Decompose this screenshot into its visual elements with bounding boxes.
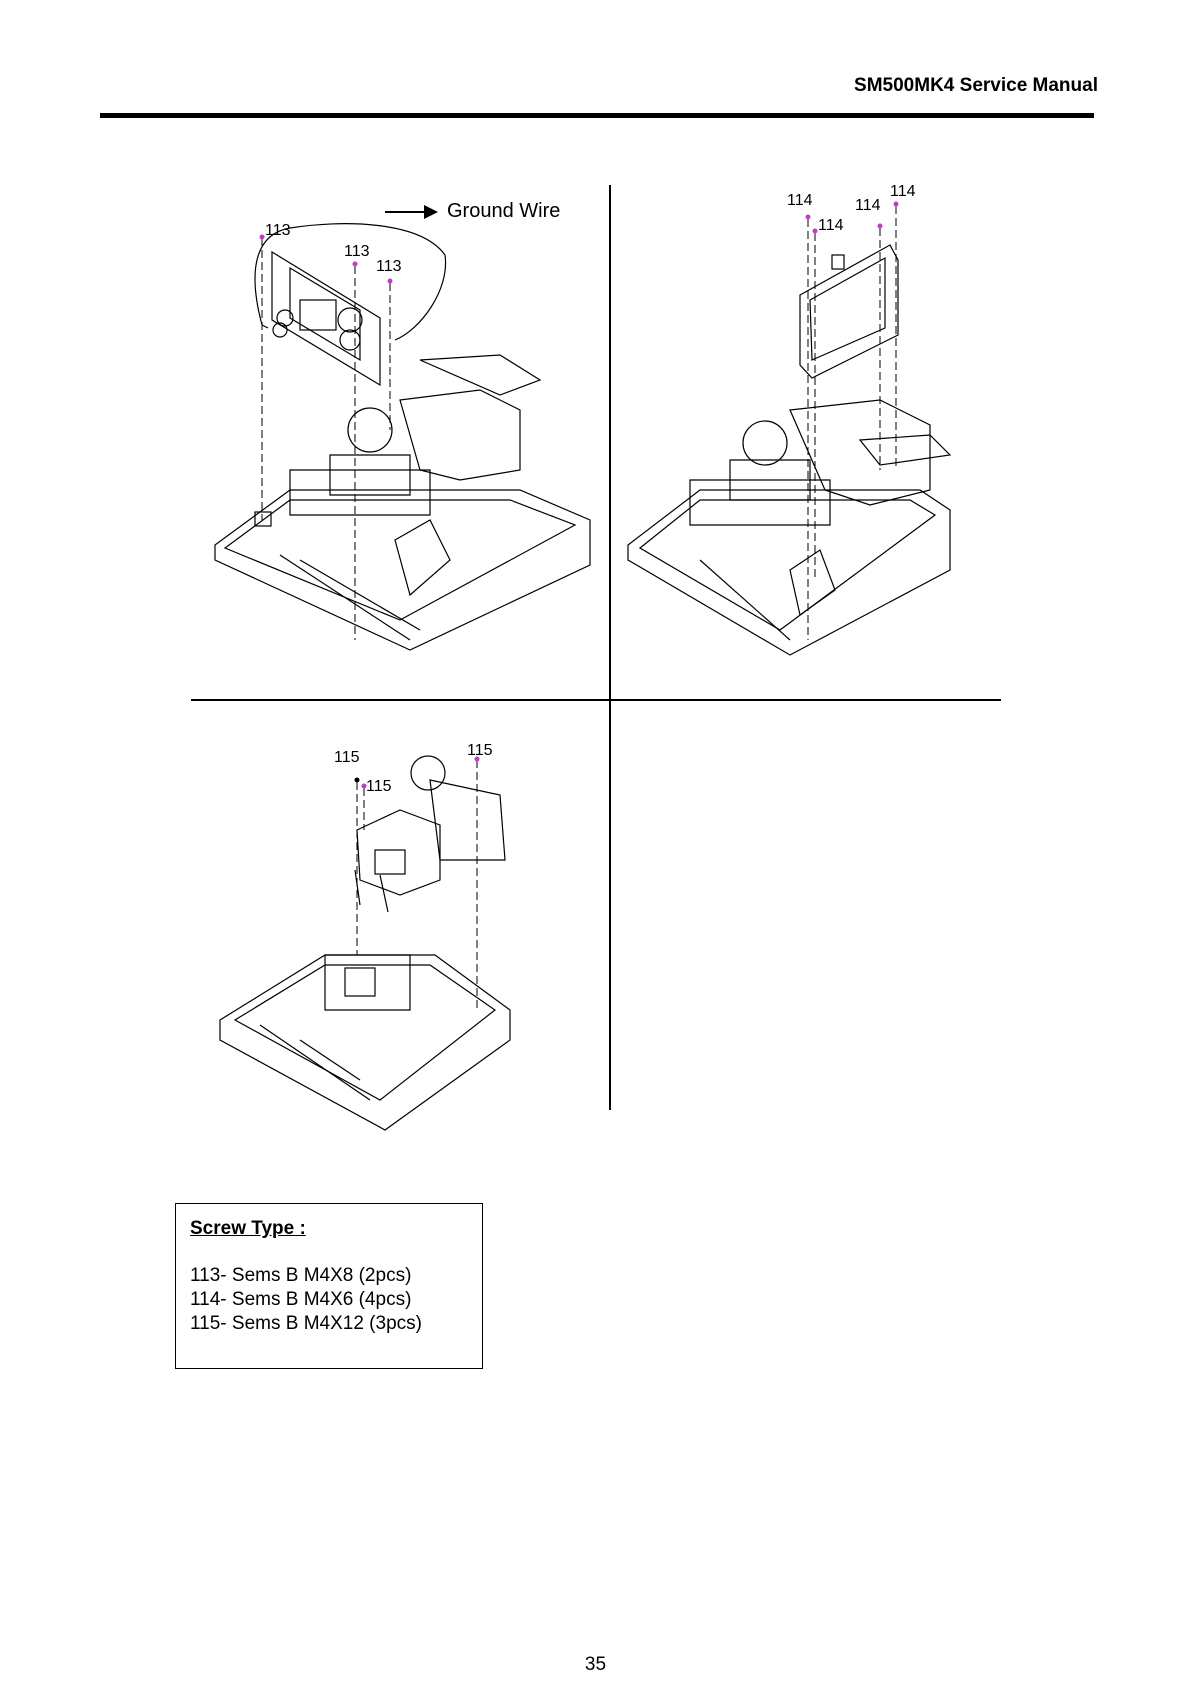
- callout-114-d: 114: [890, 183, 916, 201]
- screw-type-box: Screw Type : 113- Sems B M4X8 (2pcs) 114…: [175, 1203, 483, 1369]
- ground-wire-label: Ground Wire: [447, 200, 560, 223]
- screw-item-115: 115- Sems B M4X12 (3pcs): [190, 1312, 468, 1336]
- screw-item-114: 114- Sems B M4X6 (4pcs): [190, 1288, 468, 1312]
- panel3-base-frame: [220, 955, 510, 1130]
- screw-type-title: Screw Type :: [190, 1218, 468, 1240]
- callout-115-a: 115: [334, 749, 360, 767]
- callout-113-c: 113: [376, 258, 402, 276]
- panel2-base-frame: [628, 400, 950, 655]
- callout-114-a: 114: [787, 192, 813, 210]
- ground-wire-arrow: [385, 205, 438, 219]
- page-number: 35: [0, 1654, 1191, 1676]
- callout-115-c: 115: [467, 742, 493, 760]
- screw-item-113: 113- Sems B M4X8 (2pcs): [190, 1264, 468, 1288]
- callout-114-b: 114: [818, 217, 844, 235]
- callout-113-b: 113: [344, 243, 370, 261]
- callout-115-b: 115: [366, 778, 392, 796]
- panel1-base-frame: [215, 355, 590, 650]
- callout-113-a: 113: [265, 222, 291, 240]
- callout-114-c: 114: [855, 197, 881, 215]
